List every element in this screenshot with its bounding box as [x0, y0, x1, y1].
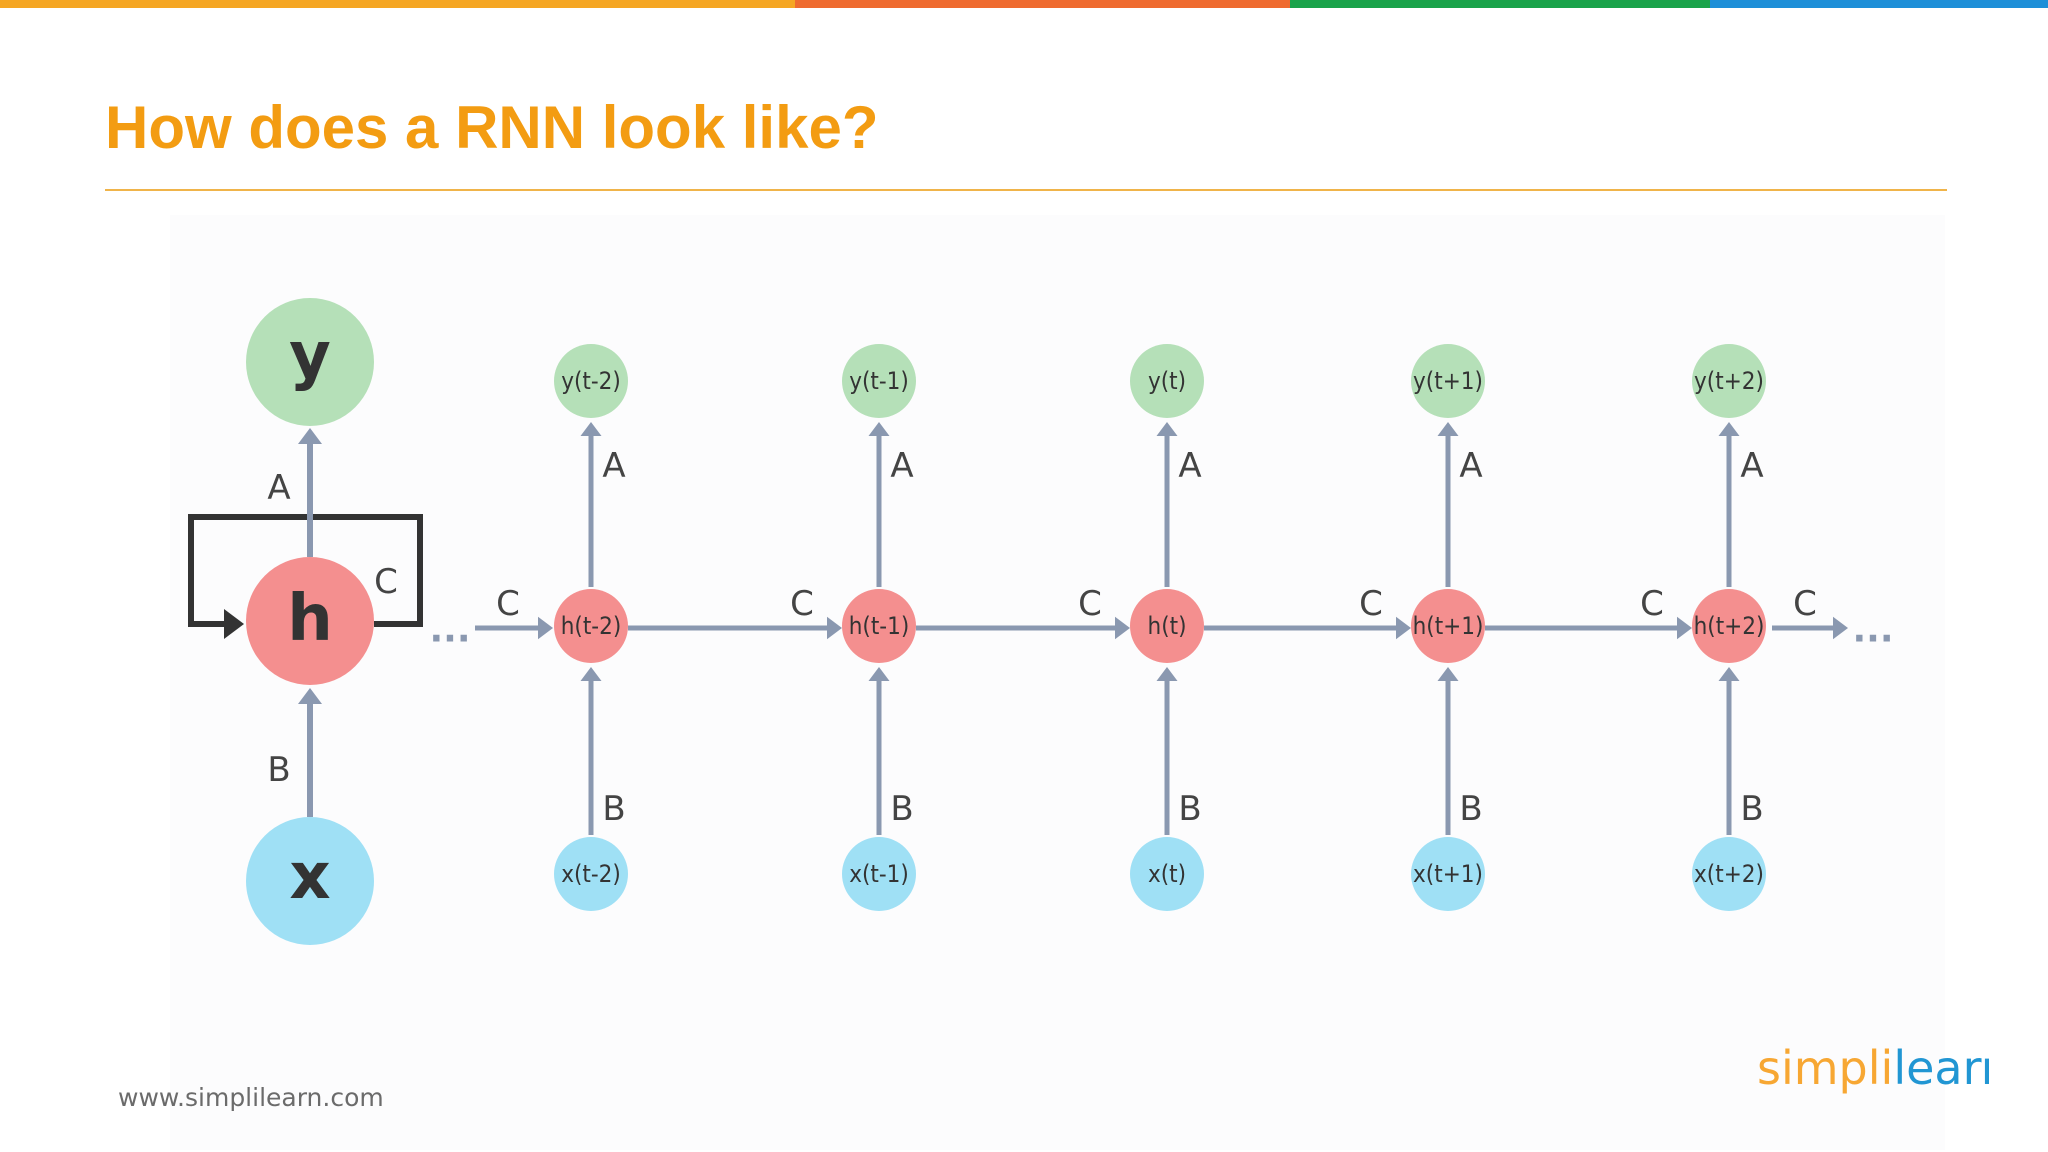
arrow-hidden-to-output-icon: [1437, 422, 1459, 436]
input-weight-b-label: B: [1740, 789, 1763, 829]
hidden-node-label: h(t-2): [561, 612, 622, 640]
recurrent-weight-c-label-last: C: [1793, 584, 1817, 624]
arrow-h-to-y-icon: [298, 428, 322, 444]
input-node: [1411, 837, 1485, 911]
arrow-out-of-last-hidden-icon: [1833, 616, 1848, 640]
output-weight-a-label: A: [1459, 446, 1482, 486]
input-node-label: x(t+1): [1413, 860, 1483, 888]
arrow-input-to-hidden-icon: [868, 667, 890, 681]
hidden-node-label: h(t): [1148, 612, 1187, 640]
folded-weight-c-label: C: [374, 562, 398, 602]
logo-text-blue: learn: [1893, 1041, 1989, 1095]
slide-title: How does a RNN look like?: [105, 94, 879, 161]
arrow-hidden-to-output-icon: [1156, 422, 1178, 436]
output-weight-a-label: A: [1178, 446, 1201, 486]
output-node-label: y(t): [1148, 367, 1186, 395]
diagram-background: [170, 215, 1945, 1150]
input-weight-b-label: B: [1178, 789, 1201, 829]
arrow-input-to-hidden-icon: [1718, 667, 1740, 681]
diagram-edges: [188, 422, 1848, 835]
recurrent-weight-c-label-1: C: [790, 584, 814, 624]
simplilearn-logo: simplilearn: [1757, 1041, 1989, 1095]
top-color-bar: [0, 0, 2048, 8]
input-node-label: x(t-2): [561, 860, 621, 888]
output-node: [1411, 344, 1485, 418]
diagram-nodes: [246, 298, 1766, 945]
diagram-labels: y h x A C B... C Cy(t-2) h(t-2) x(t-2) A B Cy(t-1) h(…: [267, 319, 1893, 914]
input-node: [1692, 837, 1766, 911]
input-node: [554, 837, 628, 911]
footer-url: www.simplilearn.com: [118, 1083, 384, 1112]
arrow-hidden-to-output-icon: [580, 422, 602, 436]
arrow-hidden-to-hidden-icon: [1677, 616, 1692, 640]
hidden-node: [1130, 589, 1204, 663]
hidden-node-label: h(t-1): [849, 612, 910, 640]
arrow-input-to-hidden-icon: [1437, 667, 1459, 681]
leading-ellipsis: ...: [429, 610, 470, 651]
hidden-node-label: h(t+1): [1413, 612, 1484, 640]
folded-weight-a-label: A: [267, 468, 290, 508]
output-weight-a-label: A: [1740, 446, 1763, 486]
hidden-node: [1692, 589, 1766, 663]
arrow-hidden-to-output-icon: [868, 422, 890, 436]
hidden-node: [842, 589, 916, 663]
folded-hidden-node: [246, 557, 374, 685]
recurrent-weight-c-label-4: C: [1640, 584, 1664, 624]
folded-output-node: [246, 298, 374, 426]
arrow-x-to-h-icon: [298, 688, 322, 704]
input-weight-b-label: B: [890, 789, 913, 829]
title-underline: [105, 189, 1947, 191]
top-bar-segment-blue: [1710, 0, 2048, 8]
output-node-label: y(t-1): [849, 367, 909, 395]
output-node: [554, 344, 628, 418]
svg-text:simplilearn: simplilearn: [1757, 1041, 1989, 1095]
folded-output-label: y: [289, 319, 331, 393]
arrow-hidden-to-hidden-icon: [1115, 616, 1130, 640]
recurrent-loop-arrow-icon: [224, 609, 244, 639]
input-node: [1130, 837, 1204, 911]
hidden-node-label: h(t+2): [1694, 612, 1765, 640]
folded-input-node: [246, 817, 374, 945]
arrow-hidden-to-hidden-icon: [1396, 616, 1411, 640]
input-node: [842, 837, 916, 911]
output-node: [1130, 344, 1204, 418]
recurrent-loop-right: [310, 514, 423, 627]
output-node-label: y(t+1): [1413, 367, 1483, 395]
output-node: [842, 344, 916, 418]
input-node-label: x(t+2): [1694, 860, 1764, 888]
output-node-label: y(t+2): [1694, 367, 1764, 395]
arrow-hidden-to-output-icon: [1718, 422, 1740, 436]
recurrent-weight-c-label-0: C: [496, 584, 520, 624]
input-node-label: x(t): [1148, 860, 1186, 888]
arrow-hidden-to-hidden-icon: [827, 616, 842, 640]
output-node-label: y(t-2): [561, 367, 621, 395]
input-node-label: x(t-1): [849, 860, 909, 888]
folded-hidden-label: h: [287, 582, 333, 656]
recurrent-weight-c-label-3: C: [1359, 584, 1383, 624]
output-weight-a-label: A: [602, 446, 625, 486]
folded-weight-b-label: B: [267, 750, 290, 790]
top-bar-segment-green: [1290, 0, 1710, 8]
input-weight-b-label: B: [602, 789, 625, 829]
input-weight-b-label: B: [1459, 789, 1482, 829]
top-bar-segment-red: [795, 0, 1290, 8]
hidden-node: [554, 589, 628, 663]
top-bar-segment-orange: [0, 0, 795, 8]
arrow-input-to-hidden-icon: [1156, 667, 1178, 681]
arrow-into-first-hidden-icon: [538, 616, 553, 640]
hidden-node: [1411, 589, 1485, 663]
trailing-ellipsis: ...: [1852, 610, 1893, 651]
output-weight-a-label: A: [890, 446, 913, 486]
folded-input-label: x: [289, 840, 330, 914]
output-node: [1692, 344, 1766, 418]
arrow-input-to-hidden-icon: [580, 667, 602, 681]
logo-text-orange: simpli: [1757, 1041, 1893, 1095]
recurrent-weight-c-label-2: C: [1078, 584, 1102, 624]
